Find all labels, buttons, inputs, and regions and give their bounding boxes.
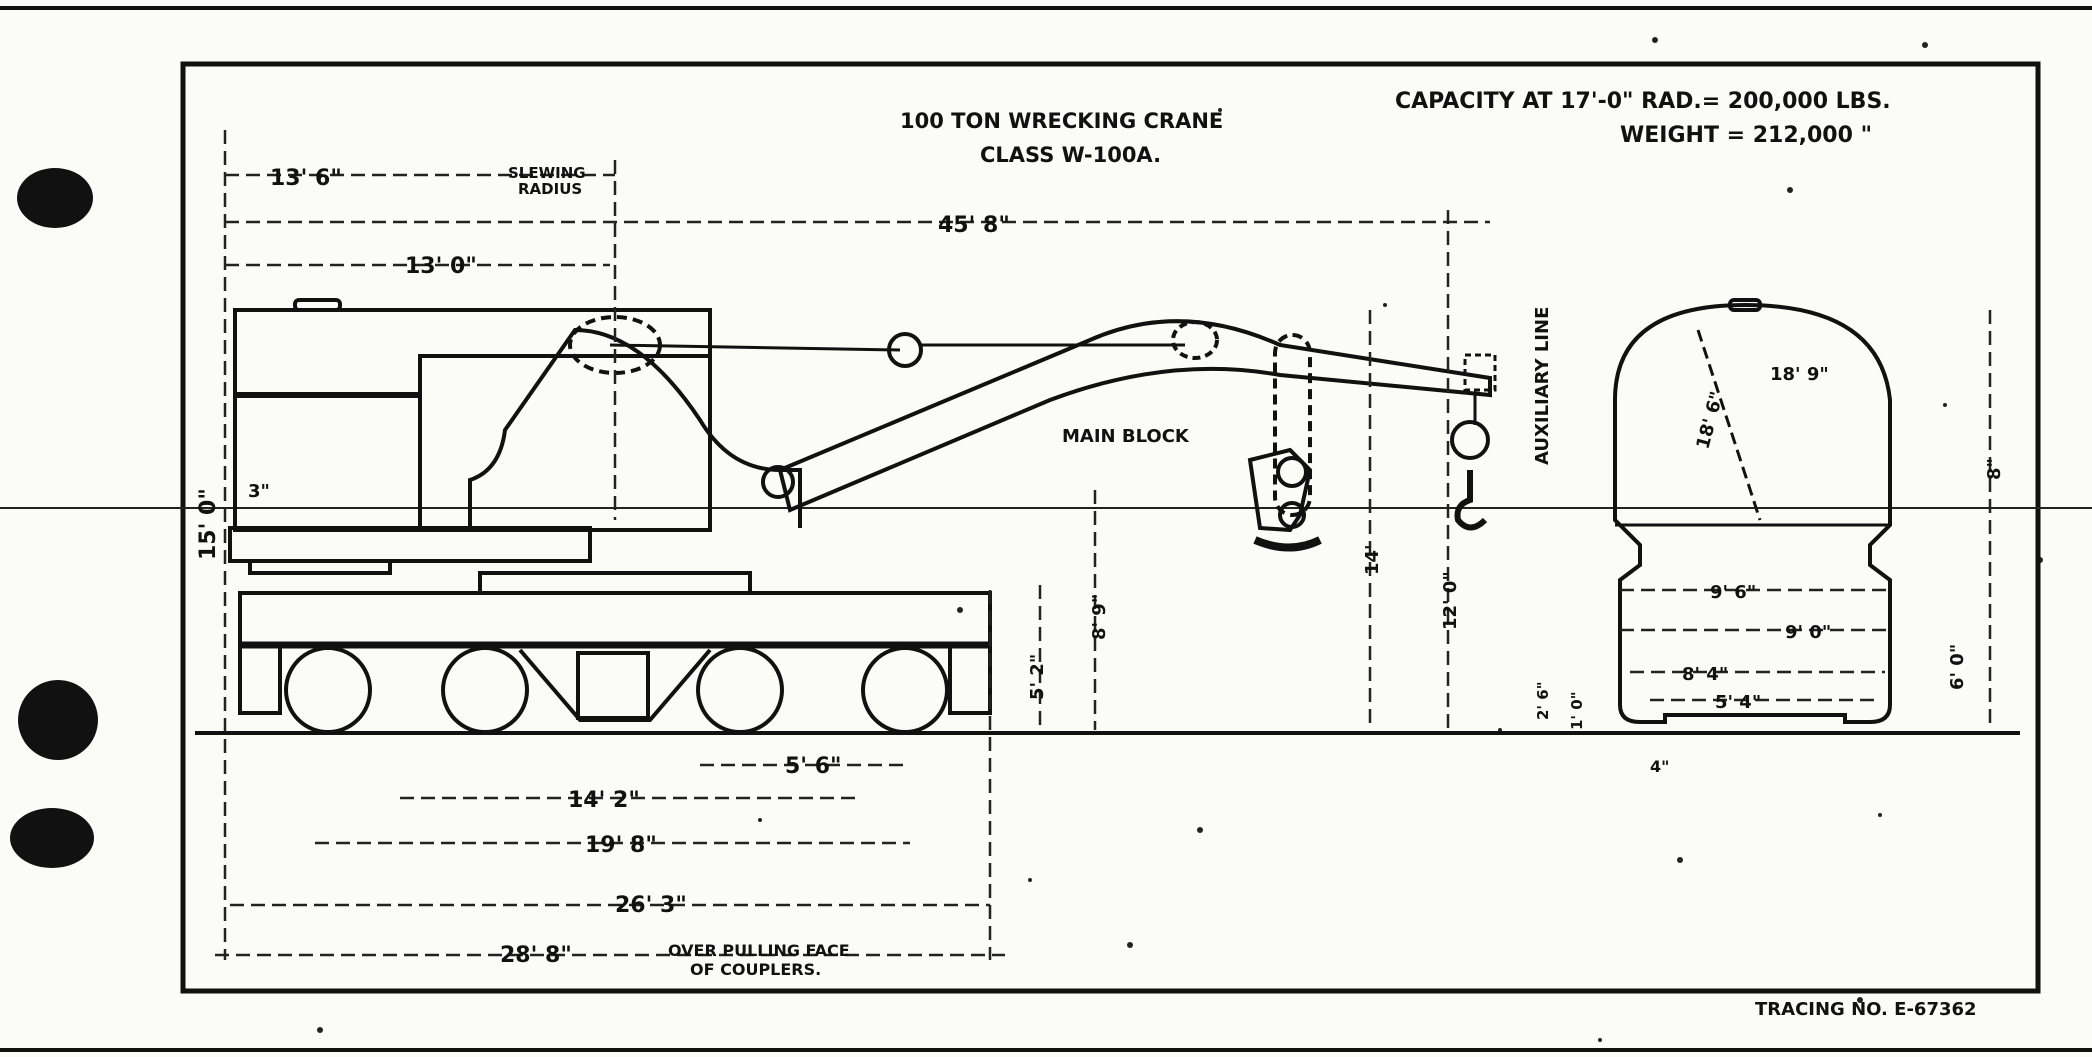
dim-8-4: 8' 4" — [1682, 664, 1728, 685]
dim-15-0: 15' 0" — [196, 488, 221, 560]
main-block-label: MAIN BLOCK — [1062, 426, 1190, 447]
weight-text: WEIGHT = 212,000 " — [1620, 123, 1872, 148]
dim-8-9: 8' 9" — [1089, 594, 1110, 640]
auxiliary-line-label: AUXILIARY LINE — [1532, 307, 1553, 465]
dimension-lines — [215, 130, 1992, 960]
binder-hole-middle — [18, 680, 98, 760]
dim-14: 14' — [1362, 544, 1383, 575]
crane-side-elevation — [228, 298, 1497, 734]
annotations: MAIN BLOCK AUXILIARY LINE SLEWING RADIUS… — [508, 164, 1553, 979]
dim-5-6: 5' 6" — [785, 754, 841, 779]
dim-2-6: 2' 6" — [1534, 681, 1552, 720]
boom-pivot — [761, 465, 795, 499]
wheel — [441, 646, 529, 734]
dim-3: 3" — [248, 481, 270, 502]
wheel — [861, 646, 949, 734]
capacity-text: CAPACITY AT 17'-0" RAD.= 200,000 LBS. — [1395, 89, 1891, 114]
dim-slewing-radius: 13' 6" — [270, 166, 342, 191]
dim-45-8: 45' 8" — [938, 213, 1010, 238]
title-block: 100 TON WRECKING CRANE CLASS W-100A. CAP… — [900, 89, 1977, 1020]
tracing-number: TRACING NO. E-67362 — [1755, 999, 1977, 1020]
auxiliary-hook-sheave — [1450, 420, 1490, 460]
dim-6-0: 6' 0" — [1947, 644, 1968, 690]
title-line-1: 100 TON WRECKING CRANE — [900, 109, 1223, 133]
of-couplers-label: OF COUPLERS. — [690, 960, 821, 979]
dim-4: 4" — [1650, 757, 1669, 776]
dim-18-9: 18' 9" — [1770, 364, 1829, 385]
binder-hole-top — [17, 168, 93, 228]
crane-end-elevation — [1613, 298, 1892, 724]
radius-label: RADIUS — [518, 180, 582, 198]
a-frame — [468, 327, 802, 528]
drawing-border — [180, 61, 2041, 994]
auxiliary-hook — [1454, 470, 1488, 531]
dim-1-0: 1' 0" — [1568, 691, 1586, 730]
scan-noise — [317, 37, 2043, 1042]
boom-link-pin — [887, 332, 923, 368]
dim-28-8: 28' 8" — [500, 943, 572, 968]
dim-12-0: 12' 0" — [1440, 571, 1461, 630]
dim-9-0: 9' 0" — [1785, 622, 1831, 643]
over-pulling-face-label: OVER PULLING FACE — [668, 941, 850, 960]
dim-5-2: 5' 2" — [1027, 654, 1048, 700]
dim-5-4: 5' 4" — [1715, 692, 1761, 713]
main-block — [1247, 447, 1313, 533]
binder-hole-bottom — [10, 808, 94, 868]
dim-14-2: 14' 2" — [568, 788, 640, 813]
dim-9-6: 9' 6" — [1710, 582, 1756, 603]
title-line-2: CLASS W-100A. — [980, 143, 1161, 167]
wheel — [284, 646, 372, 734]
dim-19-8: 19' 8" — [585, 833, 657, 858]
dim-8: 8" — [1984, 458, 2005, 480]
turntable-deck — [228, 526, 592, 563]
wheel — [696, 646, 784, 734]
slewing-label: SLEWING — [508, 164, 586, 182]
dim-13-0: 13' 0" — [405, 254, 477, 279]
dim-26-3: 26' 3" — [615, 893, 687, 918]
crane-boom — [777, 319, 1492, 513]
dimension-values: 13' 6" 13' 0" 45' 8" 5' 6" 14' 2" 19' 8"… — [196, 166, 2005, 968]
